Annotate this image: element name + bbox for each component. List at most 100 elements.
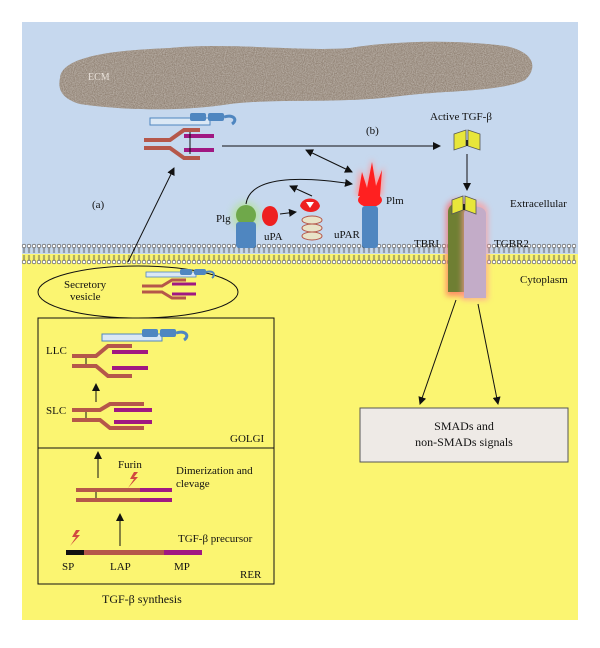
- lipid-tail: [522, 255, 526, 260]
- lipid-head: [571, 243, 577, 249]
- lipid-head: [321, 259, 327, 265]
- lipid-head: [541, 259, 547, 265]
- lipid-tail: [87, 255, 91, 260]
- lipid-head: [51, 259, 57, 265]
- lipid-head: [66, 259, 72, 265]
- lipid-head: [311, 259, 317, 265]
- lipid-tail: [222, 248, 226, 253]
- lipid-head: [181, 259, 187, 265]
- lipid-tail: [157, 248, 161, 253]
- lipid-tail: [297, 248, 301, 253]
- lipid-tail: [62, 248, 66, 253]
- lipid-tail: [197, 248, 201, 253]
- lipid-tail: [37, 255, 41, 260]
- lipid-tail: [87, 248, 91, 253]
- lipid-tail: [22, 255, 26, 260]
- rer-box: [37, 447, 275, 585]
- lipid-tail: [347, 255, 351, 260]
- lipid-tail: [52, 255, 56, 260]
- lipid-head: [551, 243, 557, 249]
- lipid-head: [256, 243, 262, 249]
- lipid-tail: [277, 248, 281, 253]
- lipid-head: [116, 243, 122, 249]
- lipid-tail: [42, 248, 46, 253]
- lipid-head: [156, 259, 162, 265]
- sp-lightning-icon: [70, 530, 80, 546]
- lipid-tail: [292, 248, 296, 253]
- lipid-tail: [227, 248, 231, 253]
- lipid-head: [571, 259, 577, 265]
- lipid-tail: [382, 248, 386, 253]
- lipid-tail: [277, 255, 281, 260]
- lipid-tail: [417, 248, 421, 253]
- step-b-label: (b): [366, 125, 379, 137]
- lipid-head: [26, 243, 32, 249]
- lipid-tail: [437, 248, 441, 253]
- lipid-head: [361, 259, 367, 265]
- lipid-tail: [262, 255, 266, 260]
- lipid-head: [316, 259, 322, 265]
- lipid-head: [321, 243, 327, 249]
- llc-complex-vesicle: [142, 269, 215, 300]
- lipid-head: [226, 259, 232, 265]
- lipid-head: [111, 243, 117, 249]
- lipid-head: [341, 243, 347, 249]
- lipid-head: [401, 259, 407, 265]
- lipid-head: [61, 243, 67, 249]
- lipid-head: [66, 243, 72, 249]
- lipid-tail: [282, 248, 286, 253]
- lipid-head: [416, 259, 422, 265]
- lipid-head: [221, 259, 227, 265]
- lipid-tail: [382, 255, 386, 260]
- lipid-head: [406, 259, 412, 265]
- lipid-tail: [177, 248, 181, 253]
- lipid-head: [246, 259, 252, 265]
- lipid-head: [561, 259, 567, 265]
- lipid-head: [151, 243, 157, 249]
- lipid-head: [566, 243, 572, 249]
- lipid-head: [181, 243, 187, 249]
- lipid-head: [351, 243, 357, 249]
- lipid-tail: [152, 255, 156, 260]
- lipid-tail: [77, 248, 81, 253]
- tgf-precursor-label: TGF-β precursor: [178, 533, 253, 545]
- slc-label: SLC: [46, 405, 66, 417]
- smads-box: [359, 407, 569, 463]
- lipid-head: [326, 243, 332, 249]
- lipid-head: [501, 259, 507, 265]
- lipid-head: [546, 259, 552, 265]
- lipid-tail: [332, 255, 336, 260]
- lipid-head: [211, 259, 217, 265]
- lipid-tail: [567, 248, 571, 253]
- lipid-head: [31, 243, 37, 249]
- lipid-tail: [517, 255, 521, 260]
- lipid-head: [296, 243, 302, 249]
- lipid-tail: [267, 248, 271, 253]
- lipid-head: [141, 259, 147, 265]
- smads-label-line2: non-SMADs signals: [415, 435, 513, 449]
- lipid-tail: [62, 255, 66, 260]
- lipid-tail: [562, 255, 566, 260]
- tbri-label: TBRI: [414, 238, 439, 250]
- mp-label: MP: [174, 561, 190, 573]
- dimerization-label-line1: Dimerization and: [176, 465, 253, 477]
- lipid-head: [71, 243, 77, 249]
- lipid-head: [496, 243, 502, 249]
- lipid-tail: [492, 248, 496, 253]
- lipid-head: [556, 259, 562, 265]
- lipid-tail: [442, 248, 446, 253]
- lipid-head: [176, 259, 182, 265]
- lipid-tail: [347, 248, 351, 253]
- lipid-head: [291, 259, 297, 265]
- lipid-tail: [312, 255, 316, 260]
- lipid-tail: [247, 248, 251, 253]
- lipid-tail: [367, 255, 371, 260]
- bound-tgf-dimer: [451, 195, 477, 215]
- lipid-tail: [222, 255, 226, 260]
- lipid-tail: [147, 255, 151, 260]
- lipid-head: [141, 243, 147, 249]
- lipid-head: [101, 243, 107, 249]
- lipid-tail: [192, 248, 196, 253]
- ecm-cloud: [59, 41, 533, 110]
- lipid-tail: [402, 248, 406, 253]
